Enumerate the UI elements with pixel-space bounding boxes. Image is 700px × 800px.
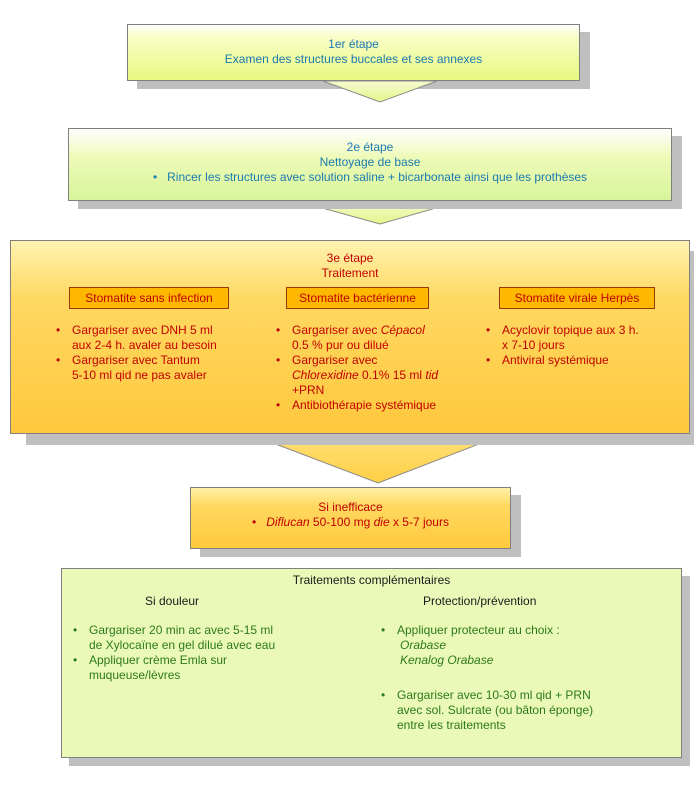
col2-item2-ital2: tid	[425, 368, 439, 382]
comp-title: Traitements complémentaires	[292, 573, 451, 587]
col2-item1-pre: Gargariser avec	[292, 323, 381, 337]
inefficace-box: Si inefficace • Diflucan 50-100 mg die x…	[190, 487, 511, 549]
step3-subtitle: Traitement	[321, 266, 379, 280]
step1-title: 1er étape	[328, 37, 379, 51]
step2-bullet-row: • Rincer les structures avec solution sa…	[69, 170, 671, 185]
comp-left-list: Gargariser 20 min ac avec 5-15 ml de Xyl…	[67, 623, 357, 683]
list-item: Appliquer crème Emla sur muqueuse/lèvres	[67, 653, 357, 683]
list-item: Antiviral systémique	[480, 353, 680, 368]
list-item: Gargariser avec Chlorexidine 0.1% 15 ml …	[270, 353, 485, 398]
inefficace-duration: x 5-7 jours	[389, 515, 449, 529]
col3-list: Acyclovir topique aux 3 h. x 7-10 jours …	[480, 323, 680, 368]
list-item: Appliquer protecteur au choix : Orabase …	[375, 623, 675, 668]
col1-item1-line2: aux 2-4 h. avaler au besoin	[72, 338, 217, 352]
comp-left-item2-line1: Appliquer crème Emla sur	[89, 653, 228, 667]
comp-right-item2-line2: avec sol. Sulcrate (ou bâton éponge)	[397, 703, 594, 717]
col2-item2-line1: Gargariser avec	[292, 353, 378, 367]
comp-left-item2-line2: muqueuse/lèvres	[89, 668, 181, 682]
step2-bullet: Rincer les structures avec solution sali…	[167, 170, 588, 184]
col2-item2-mid: 0.1% 15 ml	[358, 368, 426, 382]
list-item: Antibiothérapie systémique	[270, 398, 485, 413]
comp-right-header: Protection/prévention	[423, 594, 537, 608]
list-item: Gargariser avec 10-30 ml qid + PRN avec …	[375, 688, 675, 733]
comp-right-item2-line1: Gargariser avec 10-30 ml qid + PRN	[397, 688, 591, 702]
col1-item2-line2: 5-10 ml qid ne pas avaler	[72, 368, 207, 382]
col1-item1-line1: Gargariser avec DNH 5 ml	[72, 323, 213, 337]
inefficace-title: Si inefficace	[318, 500, 383, 514]
arrow-step1-to-step2	[322, 80, 438, 103]
list-item: Gargariser 20 min ac avec 5-15 ml de Xyl…	[67, 623, 357, 653]
comp-right-option2: Kenalog Orabase	[400, 653, 494, 667]
step1-text: Examen des structures buccales et ses an…	[224, 52, 483, 66]
inefficace-freq: die	[373, 515, 390, 529]
bullet-icon: •	[152, 170, 168, 184]
comp-left-item1-line1: Gargariser 20 min ac avec 5-15 ml	[89, 623, 274, 637]
comp-right-item2-line3: entre les traitements	[397, 718, 506, 732]
col1-item2-line1: Gargariser avec Tantum	[72, 353, 200, 367]
comp-left-header: Si douleur	[145, 594, 200, 608]
col3-item1-line2: x 7-10 jours	[502, 338, 565, 352]
comp-left-item1-line2: de Xylocaïne en gel dilué avec eau	[89, 638, 276, 652]
col2-list: Gargariser avec Cépacol 0.5 % pur ou dil…	[270, 323, 485, 413]
col2-item2-ital: Chlorexidine	[292, 368, 359, 382]
col2-item3-line1: Antibiothérapie systémique	[292, 398, 437, 412]
header-stomatite-sans-infection: Stomatite sans infection	[69, 287, 229, 309]
col2-item2-line3: +PRN	[292, 383, 325, 397]
col2-item2-line2: Chlorexidine 0.1% 15 ml tid	[292, 368, 485, 383]
col2-item1-ital: Cépacol	[380, 323, 425, 337]
inefficace-drug: Diflucan	[266, 515, 310, 529]
col2-item1-line1: Gargariser avec Cépacol	[292, 323, 485, 338]
list-item: Acyclovir topique aux 3 h. x 7-10 jours	[480, 323, 680, 353]
col1-list: Gargariser avec DNH 5 ml aux 2-4 h. aval…	[50, 323, 270, 383]
list-item: Gargariser avec Cépacol 0.5 % pur ou dil…	[270, 323, 485, 353]
comp-right-list: Appliquer protecteur au choix : Orabase …	[375, 623, 675, 733]
header-stomatite-bacterienne: Stomatite bactérienne	[286, 287, 429, 309]
header-stomatite-virale: Stomatite virale Herpès	[499, 287, 655, 309]
col3-item1-line1: Acyclovir topique aux 3 h.	[502, 323, 639, 337]
bullet-icon: •	[252, 515, 267, 529]
comp-right-item1: Appliquer protecteur au choix :	[397, 623, 560, 637]
comp-right-option1: Orabase	[400, 638, 447, 652]
inefficace-line: • Diflucan 50-100 mg die x 5-7 jours	[191, 515, 510, 530]
step1-box: 1er étape Examen des structures buccales…	[127, 24, 580, 81]
list-item: Gargariser avec DNH 5 ml aux 2-4 h. aval…	[50, 323, 270, 353]
list-item: Gargariser avec Tantum 5-10 ml qid ne pa…	[50, 353, 270, 383]
inefficace-dose: 50-100 mg	[309, 515, 374, 529]
col2-item1-line2: 0.5 % pur ou dilué	[292, 338, 389, 352]
col3-item2-line1: Antiviral systémique	[502, 353, 609, 367]
step3-title: 3e étape	[326, 251, 374, 265]
step2-box: 2e étape Nettoyage de base • Rincer les …	[68, 128, 672, 201]
step2-subtitle: Nettoyage de base	[319, 155, 421, 169]
step2-title: 2e étape	[346, 140, 394, 154]
